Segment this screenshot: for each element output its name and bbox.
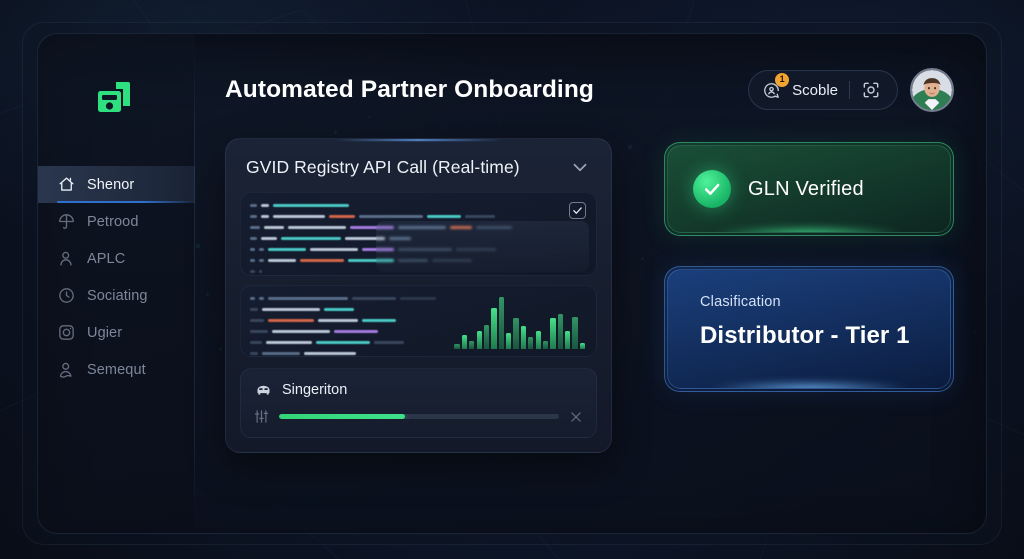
code-block-primary — [240, 192, 597, 276]
camera-icon — [59, 325, 74, 340]
chart-bar — [557, 313, 563, 349]
app-shell: Shenor Petrood — [38, 34, 986, 533]
task-progress-panel: Singeriton — [240, 368, 597, 438]
task-progress-row — [254, 409, 583, 424]
check-icon — [573, 207, 582, 214]
main-content: Automated Partner Onboarding 1 — [195, 34, 986, 533]
page-title: Automated Partner Onboarding — [225, 76, 594, 103]
logo-container — [38, 74, 195, 120]
bell-user-icon — [764, 82, 780, 98]
chart-bar — [550, 317, 556, 349]
user-name: Scoble — [792, 81, 838, 99]
gln-verified-inner: GLN Verified — [667, 145, 951, 233]
activity-bar-chart — [454, 297, 585, 349]
user-cluster: 1 Scoble — [748, 68, 954, 112]
notification-icon-wrap: 1 — [762, 72, 790, 100]
api-call-card: GVID Registry API Call (Real-time) — [225, 138, 612, 453]
top-bar: Automated Partner Onboarding 1 — [225, 64, 954, 116]
task-title-row: Singeriton — [254, 380, 583, 399]
sidebar-item-semequt[interactable]: Semequt — [38, 351, 195, 388]
chart-bar — [565, 331, 571, 349]
pill-divider — [849, 81, 850, 99]
clock-icon — [59, 288, 74, 303]
api-column: GVID Registry API Call (Real-time) — [225, 138, 612, 453]
scan-focus-icon[interactable] — [861, 80, 881, 100]
classification-value: Distributor - Tier 1 — [700, 322, 910, 349]
chart-bar — [498, 297, 504, 349]
gln-verified-card[interactable]: GLN Verified — [664, 142, 954, 236]
home-icon — [59, 177, 74, 191]
chart-bar — [572, 316, 578, 349]
sidebar-nav: Shenor Petrood — [38, 166, 195, 388]
sidebar-item-label: Petrood — [87, 213, 139, 230]
user-avatar[interactable] — [910, 68, 954, 112]
progress-track[interactable] — [279, 413, 559, 420]
chevron-down-icon[interactable] — [569, 156, 591, 178]
chart-bar — [542, 340, 549, 349]
chart-bar — [535, 331, 541, 349]
sidebar-item-sociating[interactable]: Sociating — [38, 277, 195, 314]
code-overlay-panel — [375, 220, 589, 272]
sidebar-item-label: Sociating — [87, 287, 148, 304]
sidebar: Shenor Petrood — [38, 34, 195, 533]
chart-bar — [483, 325, 490, 349]
sliders-icon[interactable] — [254, 409, 269, 424]
chart-bar — [520, 326, 526, 349]
code-lines — [241, 286, 596, 356]
sidebar-item-ugier[interactable]: Ugier — [38, 314, 195, 351]
api-card-header[interactable]: GVID Registry API Call (Real-time) — [226, 139, 611, 192]
task-name: Singeriton — [282, 381, 348, 398]
umbrella-icon — [59, 214, 74, 229]
classification-label: Clasification — [700, 294, 781, 310]
chart-bar — [454, 343, 460, 349]
user-pill[interactable]: 1 Scoble — [748, 70, 898, 110]
chart-bar — [528, 336, 534, 349]
vehicle-icon — [257, 385, 270, 395]
chart-bar — [461, 335, 467, 349]
api-card-title: GVID Registry API Call (Real-time) — [246, 156, 520, 177]
chart-bar — [579, 342, 585, 349]
sidebar-item-label: Shenor — [87, 176, 135, 193]
sidebar-item-label: Semequt — [87, 361, 146, 378]
sidebar-item-petrood[interactable]: Petrood — [38, 203, 195, 240]
status-column: GLN Verified Clasification Distributor -… — [664, 138, 954, 453]
classification-inner: Clasification Distributor - Tier 1 — [667, 269, 951, 389]
code-checkbox[interactable] — [569, 202, 586, 219]
code-block-secondary — [240, 285, 597, 357]
chart-bar — [513, 317, 519, 349]
chart-bar — [469, 340, 475, 349]
check-circle-icon — [693, 170, 731, 208]
progress-fill — [279, 413, 405, 420]
profile-icon — [59, 362, 72, 378]
sidebar-item-label: APLC — [87, 250, 126, 267]
content-columns: GVID Registry API Call (Real-time) — [225, 138, 954, 453]
chart-bar — [491, 308, 497, 349]
chart-bar — [476, 331, 482, 349]
sidebar-item-aplc[interactable]: APLC — [38, 240, 195, 277]
avatar-image — [912, 70, 952, 110]
sidebar-item-shenor[interactable]: Shenor — [38, 166, 195, 203]
gln-verified-label: GLN Verified — [748, 177, 864, 200]
user-icon — [60, 251, 72, 266]
window-frame: Shenor Petrood — [37, 33, 987, 534]
sidebar-item-label: Ugier — [87, 324, 123, 341]
app-logo-icon — [97, 82, 130, 112]
close-icon[interactable] — [569, 410, 583, 424]
chart-bar — [506, 333, 512, 349]
classification-card[interactable]: Clasification Distributor - Tier 1 — [664, 266, 954, 392]
notification-badge: 1 — [775, 72, 790, 87]
